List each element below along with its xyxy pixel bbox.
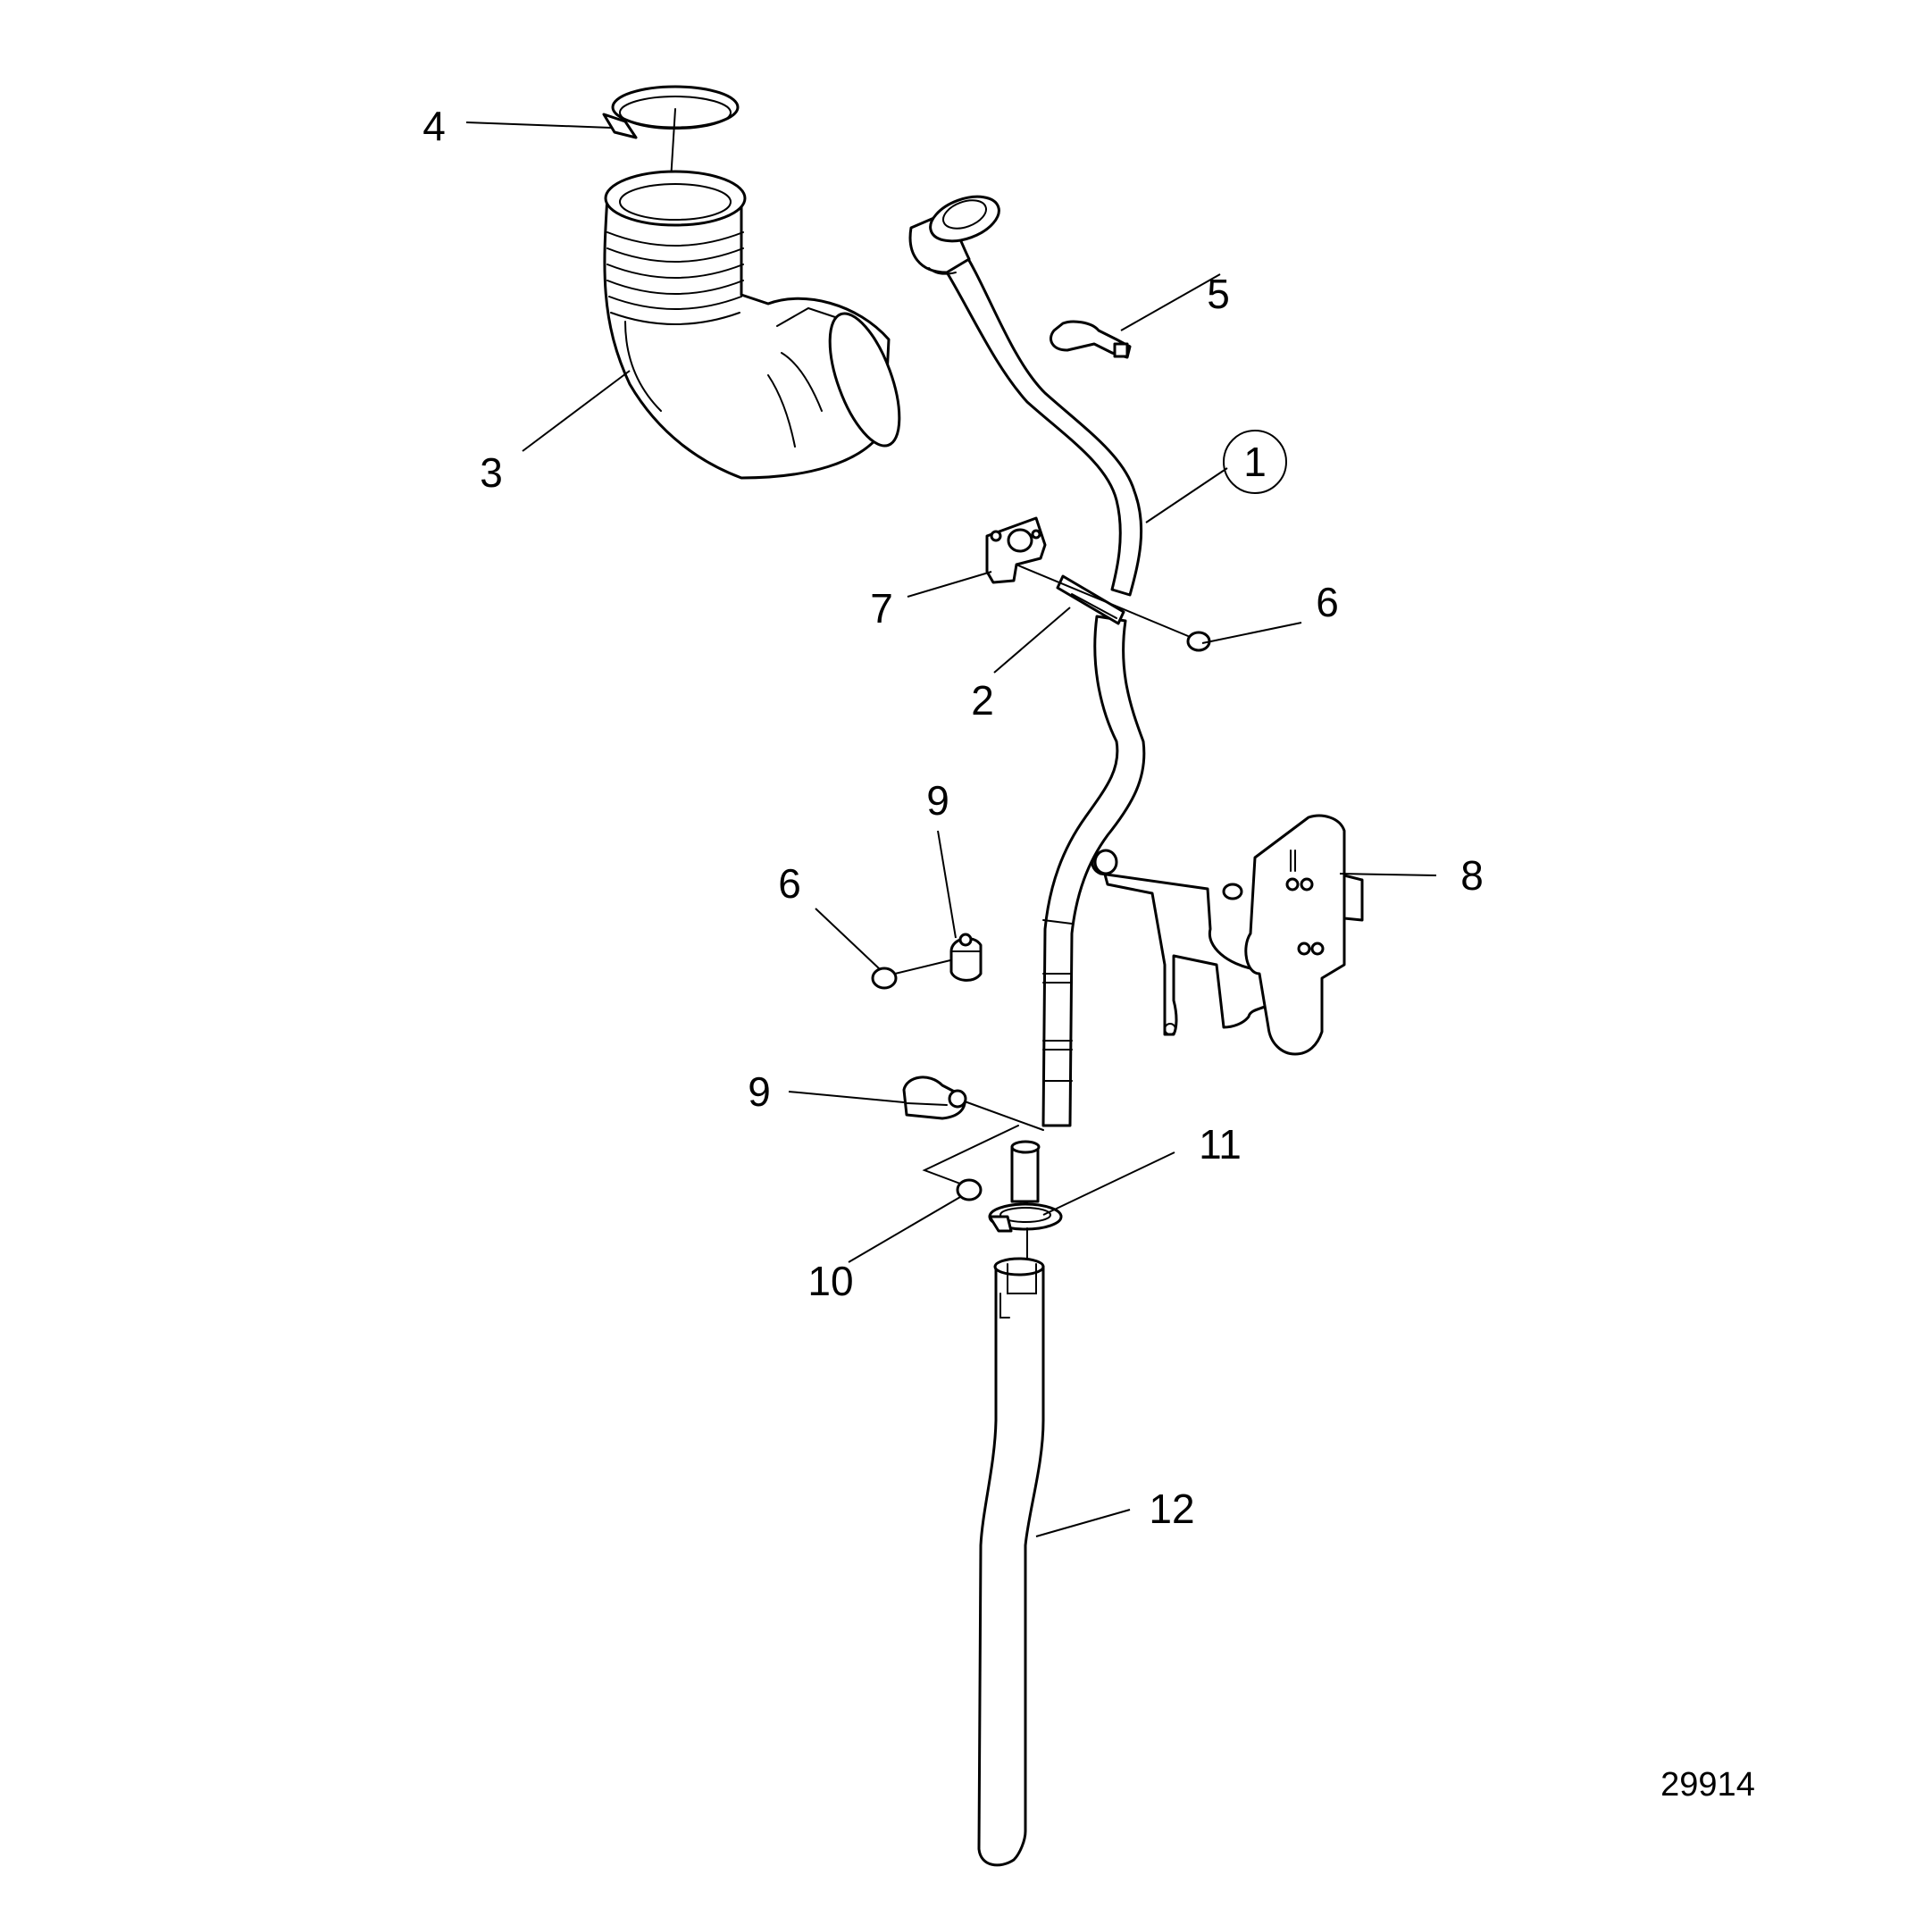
callout-12: 12 bbox=[1149, 1486, 1194, 1532]
lower-hose-part-12 bbox=[977, 1257, 1045, 1867]
tube-connector bbox=[1010, 1140, 1041, 1234]
lower-hose-section bbox=[1041, 615, 1146, 1127]
p-clamp-part-9-lower bbox=[902, 1076, 967, 1120]
callout-6-lower: 6 bbox=[778, 860, 801, 907]
clip-part-5 bbox=[1050, 320, 1132, 359]
callout-5: 5 bbox=[1207, 271, 1230, 317]
callout-6-upper: 6 bbox=[1316, 579, 1339, 625]
callout-1: 1 bbox=[1243, 439, 1267, 485]
callout-9-upper: 9 bbox=[926, 777, 949, 824]
hose-clamp-part-11 bbox=[988, 1202, 1063, 1260]
bracket-part-8 bbox=[1091, 814, 1364, 1056]
callout-9-lower: 9 bbox=[748, 1068, 771, 1115]
p-clamp-part-9-upper bbox=[949, 933, 983, 982]
callout-7: 7 bbox=[870, 585, 893, 632]
callout-4: 4 bbox=[422, 103, 446, 149]
callout-11: 11 bbox=[1199, 1121, 1242, 1168]
callout-2: 2 bbox=[971, 677, 994, 724]
callout-10: 10 bbox=[807, 1258, 853, 1304]
callout-3: 3 bbox=[480, 449, 503, 496]
bracket-part-7 bbox=[985, 516, 1047, 584]
elbow-hose-part-3 bbox=[603, 170, 901, 480]
hose-clamp-part-4 bbox=[602, 85, 740, 224]
leader-lines bbox=[465, 121, 1437, 1537]
callout-circle-1 bbox=[1223, 430, 1287, 494]
figure-reference-number: 29914 bbox=[1660, 1766, 1755, 1804]
upper-hose-part-1 bbox=[908, 195, 1143, 597]
screw-part-6-lower bbox=[871, 959, 951, 990]
screw-part-10 bbox=[922, 1101, 1044, 1201]
callout-8: 8 bbox=[1460, 852, 1484, 899]
